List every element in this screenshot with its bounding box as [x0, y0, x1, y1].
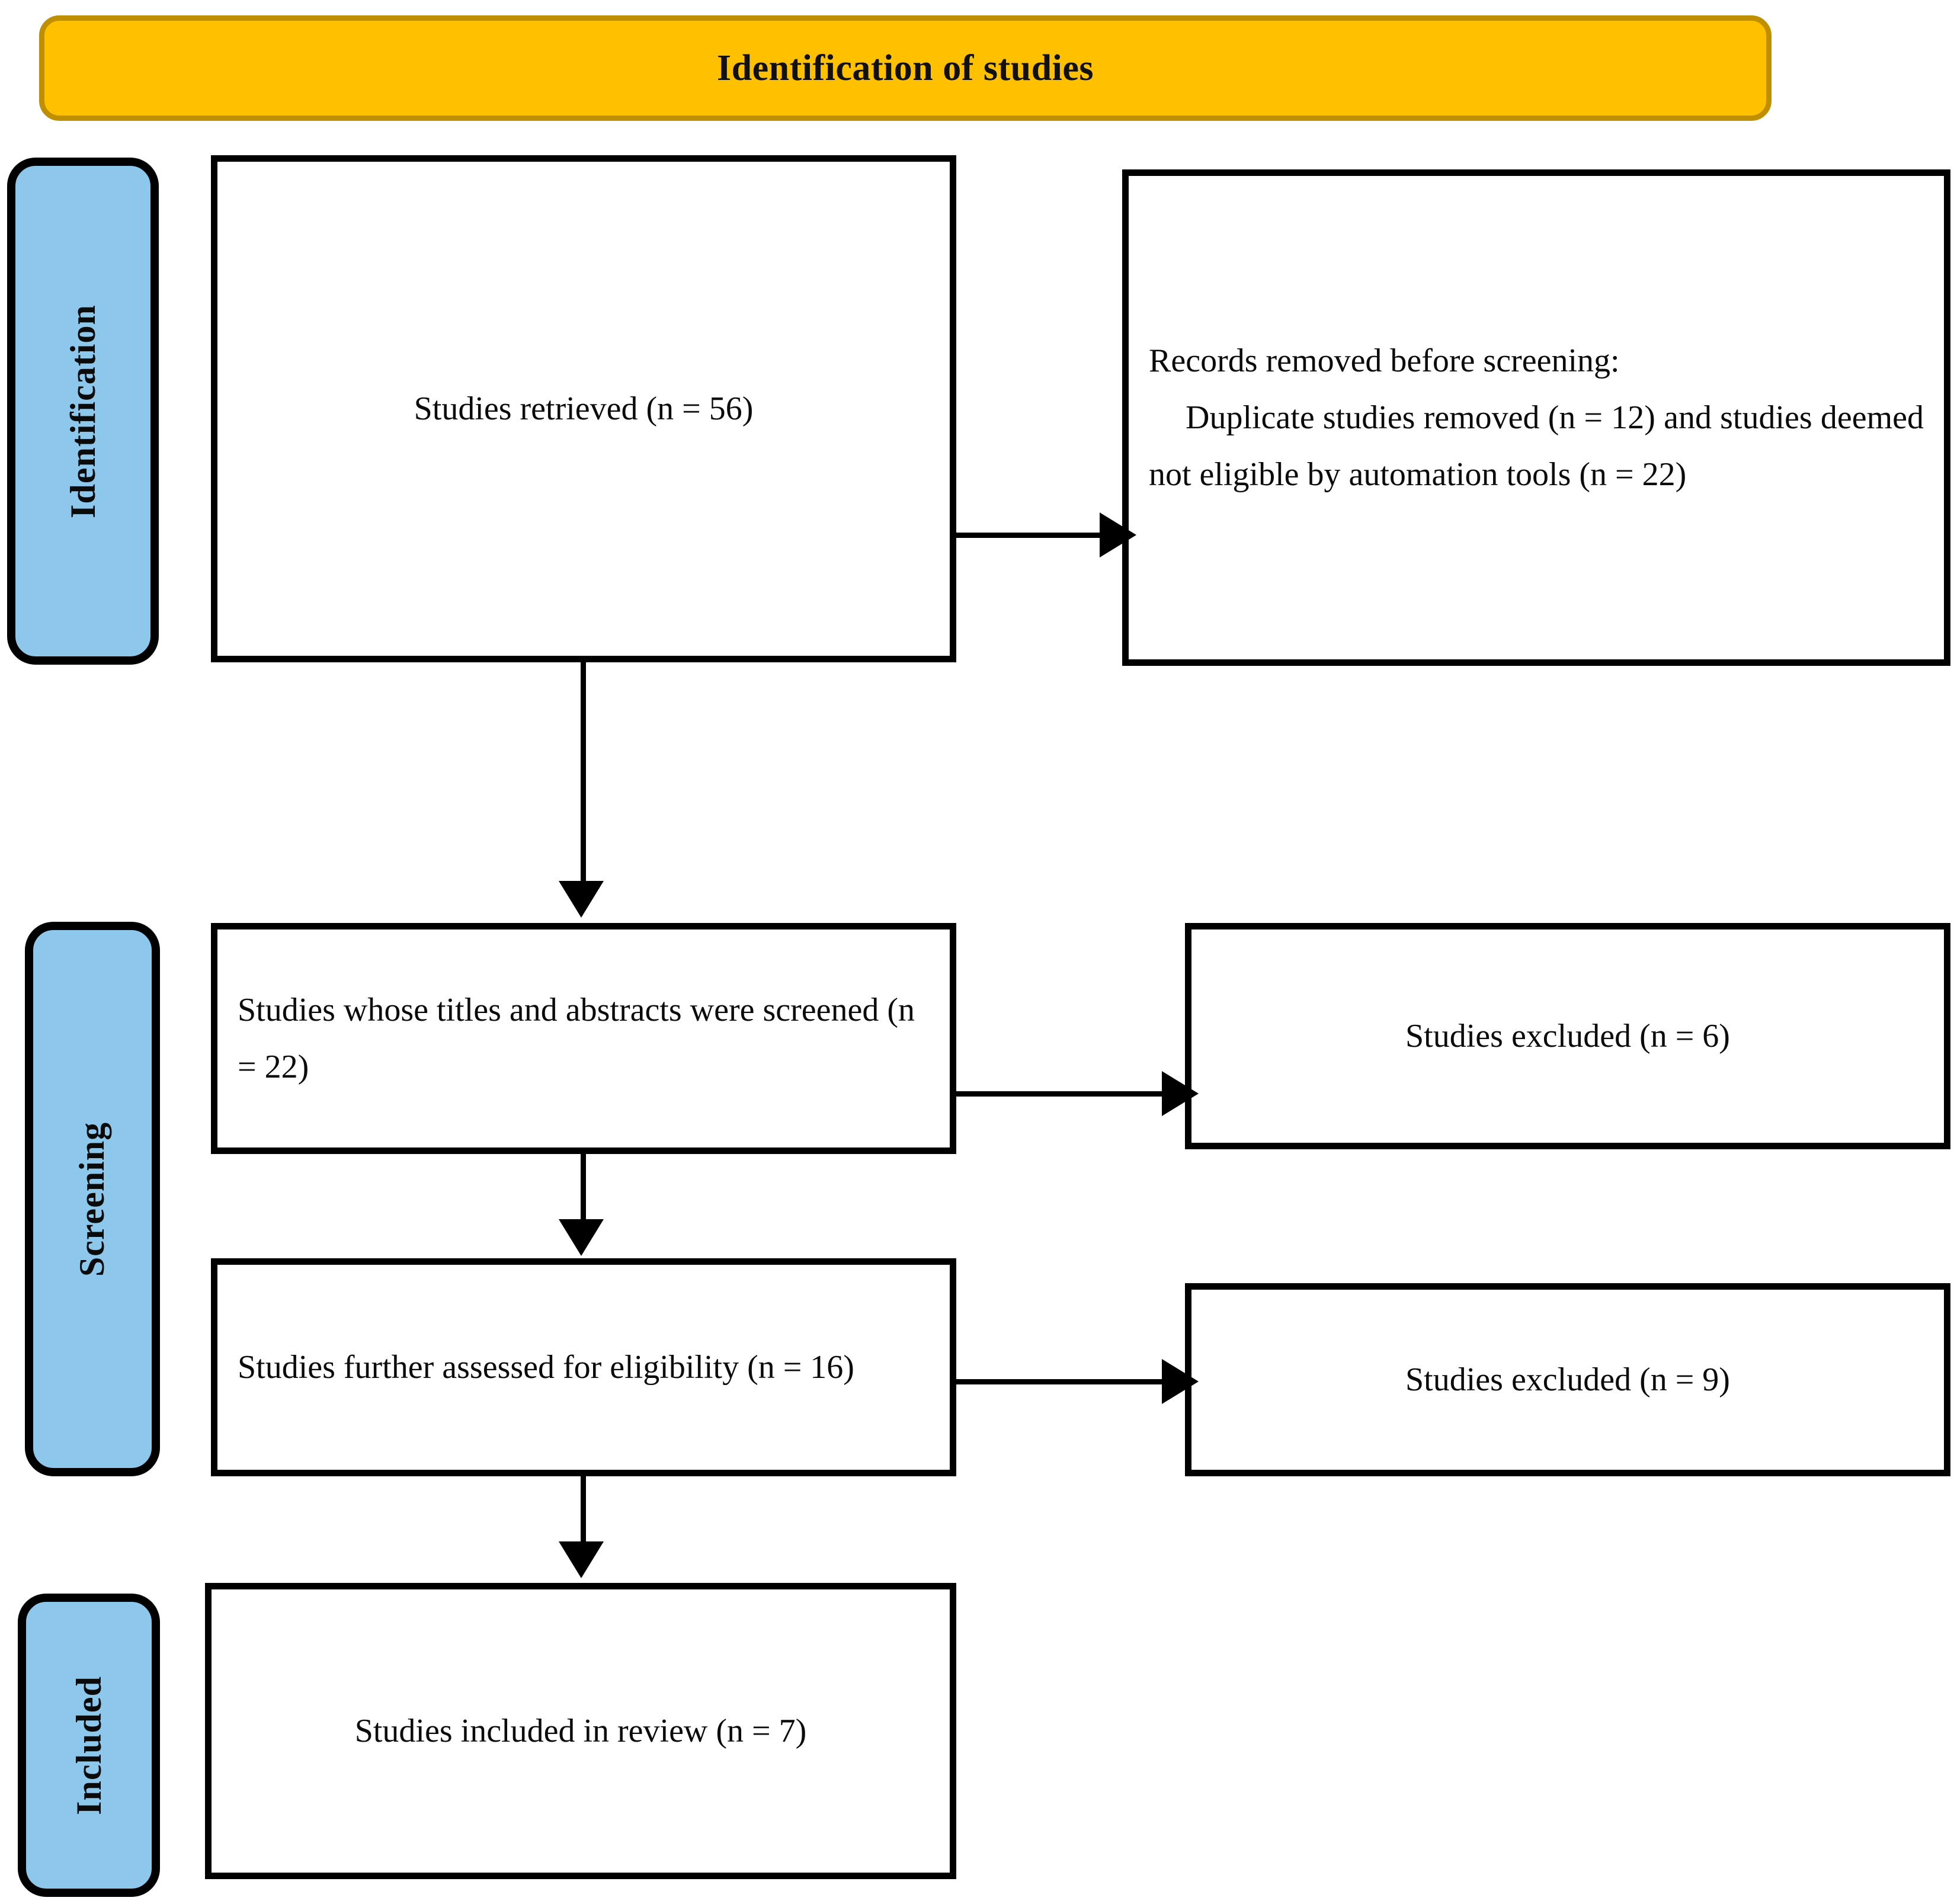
- stage-label-included: Included: [18, 1594, 160, 1897]
- identification-banner: Identification of studies: [39, 15, 1772, 121]
- box-studies-assessed-text: Studies further assessed for eligibility…: [238, 1348, 854, 1386]
- arrowhead-down-assessed-to-included: [559, 1541, 604, 1578]
- stage-label-screening: Screening: [25, 922, 160, 1476]
- connector-assessed-to-excluded-9: [953, 1379, 1165, 1384]
- arrowhead-down-screened-to-assessed: [559, 1219, 604, 1256]
- box-studies-included: Studies included in review (n = 7): [205, 1583, 956, 1879]
- connector-assessed-to-included: [581, 1473, 586, 1546]
- box-studies-excluded-6-text: Studies excluded (n = 6): [1405, 1017, 1730, 1054]
- box-studies-retrieved: Studies retrieved (n = 56): [211, 155, 956, 662]
- box-studies-excluded-9-text: Studies excluded (n = 9): [1405, 1361, 1730, 1398]
- stage-label-screening-text: Screening: [72, 1121, 112, 1277]
- connector-retrieved-to-removed: [953, 533, 1103, 538]
- box-studies-excluded-9: Studies excluded (n = 9): [1185, 1283, 1950, 1476]
- box-studies-screened-text: Studies whose titles and abstracts were …: [238, 991, 915, 1085]
- box-records-removed-line1: Records removed before screening:: [1149, 342, 1620, 379]
- arrowhead-right-screened-to-excluded-6: [1162, 1071, 1199, 1116]
- arrowhead-right-assessed-to-excluded-9: [1162, 1359, 1199, 1404]
- box-studies-excluded-6: Studies excluded (n = 6): [1185, 923, 1950, 1149]
- box-studies-included-text: Studies included in review (n = 7): [354, 1712, 807, 1749]
- box-records-removed-body: Records removed before screening: Duplic…: [1129, 332, 1944, 504]
- connector-screened-to-excluded-6: [953, 1091, 1165, 1097]
- banner-title: Identification of studies: [717, 47, 1094, 88]
- arrowhead-right-retrieved-to-removed: [1100, 512, 1136, 557]
- arrowhead-down-retrieved-to-screened: [559, 881, 604, 918]
- box-records-removed-line2: Duplicate studies removed (n = 12) and s…: [1149, 399, 1924, 493]
- box-records-removed: Records removed before screening: Duplic…: [1122, 169, 1950, 666]
- connector-retrieved-to-screened: [581, 661, 586, 886]
- stage-label-identification-text: Identification: [63, 304, 102, 518]
- box-studies-assessed: Studies further assessed for eligibility…: [211, 1258, 956, 1476]
- box-studies-screened: Studies whose titles and abstracts were …: [211, 923, 956, 1154]
- stage-label-identification: Identification: [7, 158, 159, 665]
- stage-label-included-text: Included: [69, 1675, 108, 1815]
- box-studies-retrieved-text: Studies retrieved (n = 56): [414, 390, 754, 427]
- connector-screened-to-assessed: [581, 1152, 586, 1224]
